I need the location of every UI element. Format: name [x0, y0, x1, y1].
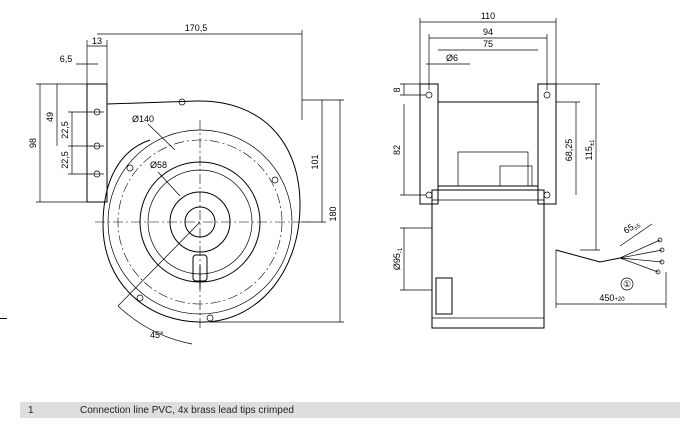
legend-text: Connection line PVC, 4x brass lead tips …	[80, 404, 294, 416]
legend-row: 1 Connection line PVC, 4x brass lead tip…	[20, 402, 680, 418]
dim-hole-pitch: 49	[45, 112, 55, 122]
dim-bracket-edge: 6,5	[60, 54, 73, 64]
dim-bracket-height: 98	[28, 138, 38, 148]
dim-flange-height: 82	[392, 145, 402, 155]
terminal-box	[457, 151, 529, 187]
front-view: 170,5 13 6,5 98 49 22,5 22,5 Ø140 Ø58 10…	[28, 23, 344, 345]
dim-motor-diameter: Ø95-1	[392, 247, 404, 270]
callout-circle	[620, 277, 634, 291]
dim-housing-height: 180	[328, 206, 338, 221]
dim-outlet-height: 68,25	[564, 139, 574, 162]
connection-cable	[555, 249, 621, 263]
dim-hub-diameter: Ø58	[150, 160, 167, 170]
dim-flange-edge: 8	[392, 87, 402, 92]
dim-hole-step-b: 22,5	[60, 151, 70, 169]
inlet-flange	[419, 83, 439, 205]
mounting-bracket	[86, 83, 108, 203]
scroll-housing	[102, 100, 301, 323]
callout-number: ①	[623, 279, 631, 289]
dim-outlet-total: 115±1	[584, 139, 596, 161]
screw-boss	[271, 176, 279, 184]
screw-boss	[178, 98, 186, 106]
outlet-flange	[537, 83, 557, 205]
side-view: 110 94 75 Ø6 8 82 Ø95-1 68,25 115±1 65±5	[392, 11, 667, 329]
dim-housing-diameter: Ø140	[132, 114, 154, 124]
dim-bracket-offset: 13	[92, 36, 102, 46]
dim-side-width: 110	[481, 11, 495, 21]
flange-hole	[425, 191, 433, 199]
dim-strip-length: 65±5	[622, 218, 643, 237]
flange-hole	[543, 191, 551, 199]
margin-tick	[0, 318, 7, 319]
dim-side-width-mid: 94	[483, 27, 493, 37]
screw-boss	[126, 164, 134, 172]
screw-boss	[206, 314, 214, 322]
dim-cable-length: 450+20	[599, 293, 625, 303]
technical-drawing: 170,5 13 6,5 98 49 22,5 22,5 Ø140 Ø58 10…	[28, 11, 667, 345]
motor-body	[431, 189, 545, 329]
flange-hole	[543, 91, 551, 99]
legend-number: 1	[28, 404, 34, 416]
screw-boss	[136, 294, 144, 302]
dim-hole-diameter: Ø6	[446, 53, 458, 63]
dim-outlet-to-center: 101	[310, 154, 320, 169]
flange-hole	[425, 91, 433, 99]
dim-front-width: 170,5	[185, 23, 208, 33]
motor-lug	[435, 277, 453, 315]
dim-side-width-inner: 75	[483, 39, 493, 49]
dim-angle: 45°	[150, 330, 164, 340]
dim-hole-step-a: 22,5	[60, 121, 70, 139]
